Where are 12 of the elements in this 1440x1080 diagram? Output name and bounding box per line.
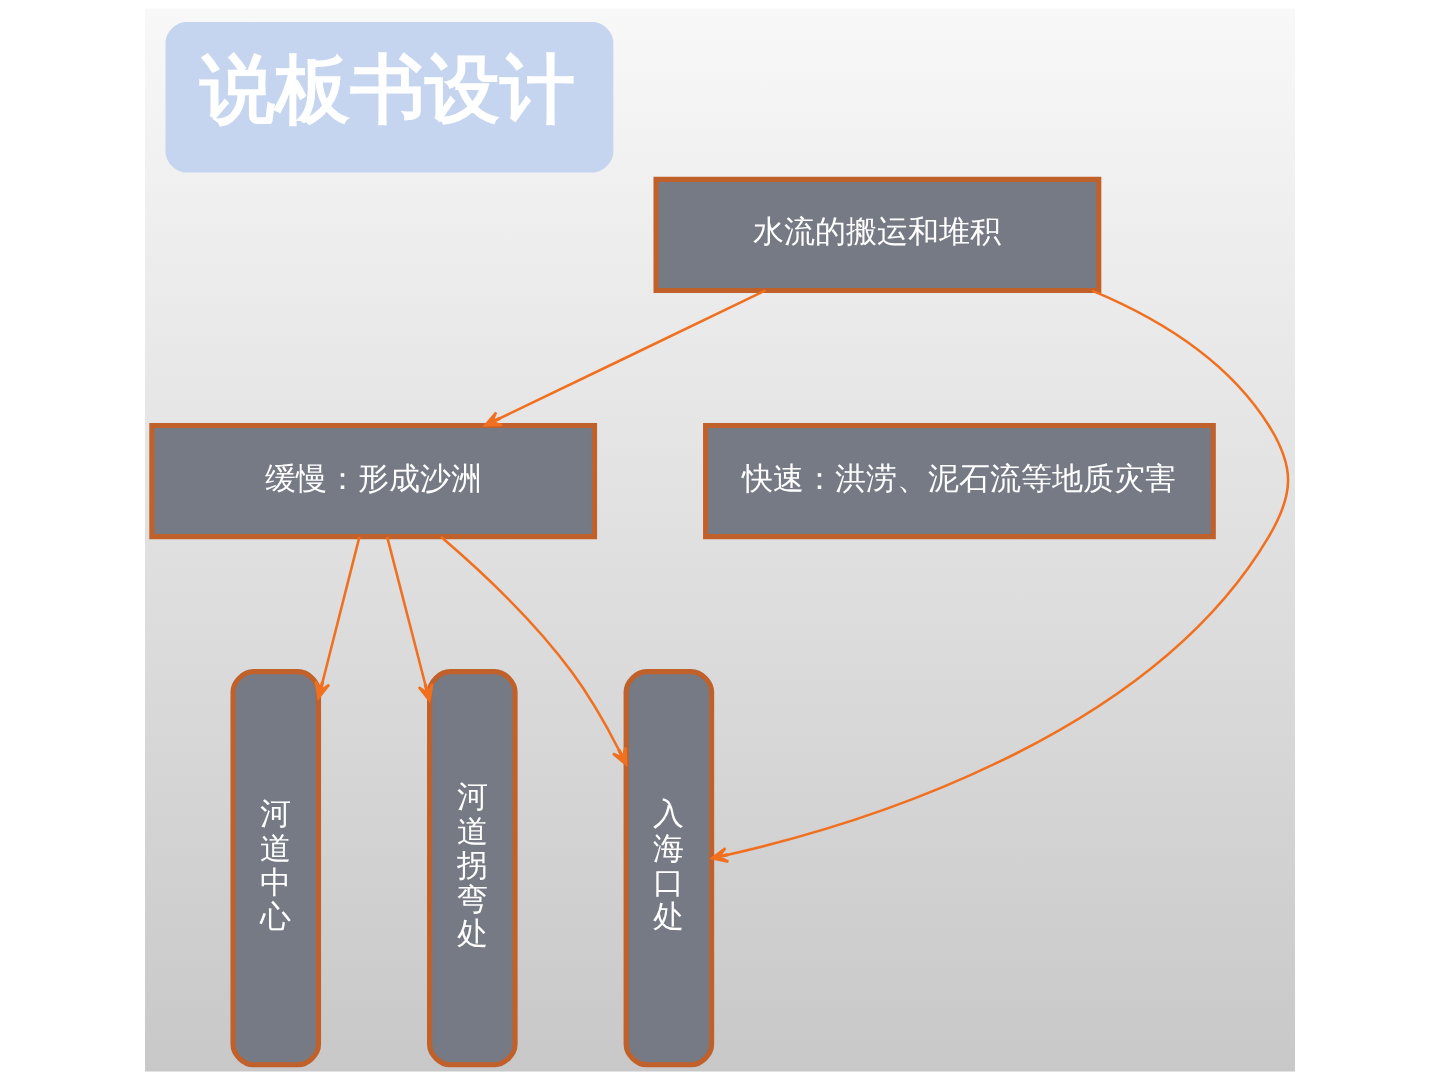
node-box: 缓慢：形成沙洲: [149, 422, 598, 540]
node-box: 河道中心: [230, 669, 322, 1068]
arrow: [440, 535, 628, 766]
arrow: [710, 289, 1290, 863]
arrow: [314, 536, 361, 700]
node-box: 入海口处: [623, 669, 715, 1068]
node-box: 河道拐弯处: [427, 669, 518, 1068]
arrow: [385, 536, 434, 702]
node-box: 水流的搬运和堆积: [653, 176, 1102, 293]
node-box: 快速：洪涝、泥石流等地质灾害: [703, 422, 1216, 540]
arrow: [483, 289, 767, 427]
diagram-title: 说板书设计: [199, 44, 575, 133]
